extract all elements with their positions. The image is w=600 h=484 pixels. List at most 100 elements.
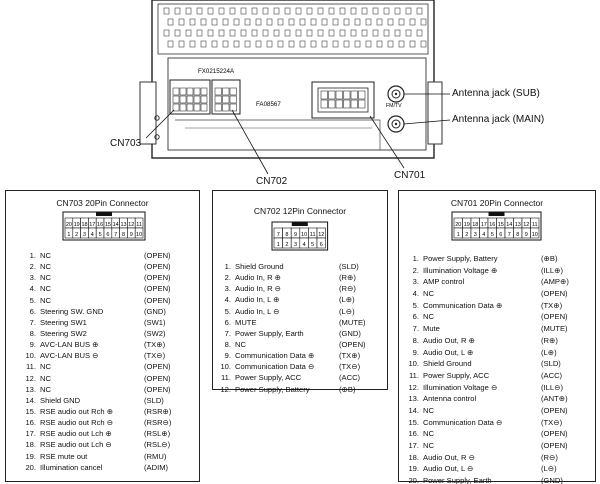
- pin-code: (TX⊖): [541, 417, 563, 427]
- pin-function: Shield Ground: [235, 262, 284, 271]
- pin-code: (L⊕): [541, 347, 557, 357]
- pin-code: (TX⊕): [339, 351, 361, 361]
- cn702-pin-label: 9: [294, 232, 297, 238]
- cn701-title: CN701 20Pin Connector: [450, 198, 544, 208]
- cn703-pin-label: 6: [106, 232, 109, 238]
- pin-function: AVC-LAN BUS ⊕: [40, 340, 99, 350]
- cn703-pin-row: 14.Shield GND(SLD): [6, 395, 199, 406]
- pin-function: Shield GND: [40, 395, 81, 405]
- cn701-pin-row: 8.Audio Out, R ⊕(R⊕): [399, 335, 595, 347]
- cn701-pin-row: 2.Illumination Voltage ⊕(ILL⊕): [399, 265, 595, 277]
- cn701-pin-row: 10.Shield Ground(SLD): [399, 358, 595, 370]
- pin-number: 12.: [408, 382, 419, 392]
- cn703-pin-row: 9.AVC-LAN BUS ⊕(TX⊕): [6, 339, 199, 350]
- pin-code: (R⊖): [541, 452, 558, 462]
- pin-number: 13.: [25, 384, 36, 394]
- pin-number: 1.: [29, 251, 36, 260]
- cn702-pin-row: 6.MUTE(MUTE): [213, 317, 387, 328]
- pin-code: (OPEN): [541, 405, 568, 415]
- grille-holes: [163, 7, 427, 48]
- pin-code: (OPEN): [541, 289, 568, 299]
- pin-number: 17.: [408, 441, 419, 450]
- pin-number: 6.: [412, 312, 419, 322]
- cn701-pin-label: 2: [465, 232, 468, 238]
- cn702-pin-label: 6: [320, 242, 323, 248]
- cn701-pin-label: 6: [499, 232, 502, 238]
- cn702-pin-row: 9.Communication Data ⊕(TX⊕): [213, 350, 387, 361]
- cn703-pin-row: 16.RSE audio out Rch ⊖(RSR⊖): [6, 417, 199, 428]
- pin-number: 7.: [224, 328, 231, 338]
- cn701-pin-row: 14.NC(OPEN): [399, 405, 595, 417]
- pin-code: (SW2): [144, 328, 166, 338]
- pin-function: NC: [423, 441, 434, 450]
- pin-number: 9.: [412, 347, 419, 357]
- cn701-pin-row: 13.Antenna control(ANT⊕): [399, 393, 595, 405]
- leader-cn703: [145, 109, 175, 139]
- pin-code: (OPEN): [541, 312, 568, 322]
- cn703-pin-row: 18.RSE audio out Lch ⊖(RSL⊖): [6, 439, 199, 450]
- pin-function: AMP control: [423, 277, 465, 287]
- pin-code: (AMP⊕): [541, 277, 569, 287]
- pin-number: 8.: [224, 339, 231, 349]
- pin-function: Audio Out, R ⊖: [423, 452, 475, 462]
- cn701-pin-row: 7.Mute(MUTE): [399, 323, 595, 335]
- pin-number: 12.: [220, 384, 231, 394]
- pin-function: RSE mute out: [40, 451, 88, 461]
- cn703-pin-label: 15: [105, 222, 111, 228]
- cn702-pin-row: 8.NC(OPEN): [213, 339, 387, 350]
- cn701-pin-label: 17: [481, 222, 487, 228]
- cn701-pin-label: 4: [482, 232, 485, 238]
- cn702-pin-label: 11: [310, 232, 316, 238]
- cn701-pin-row: 16.NC(OPEN): [399, 428, 595, 440]
- pin-code: (RSR⊕): [144, 406, 172, 416]
- pin-code: (ILL⊕): [541, 265, 563, 275]
- cn702-pin-row: 1.Shield Ground(SLD): [213, 261, 387, 272]
- pin-code: (ADIM): [144, 462, 169, 472]
- pin-code: (OPEN): [339, 339, 366, 349]
- right-bracket: [427, 81, 443, 145]
- pin-number: 14.: [408, 405, 419, 415]
- leader-cn702: [231, 109, 269, 175]
- cn701-pin-row: 12.Illumination Voltage ⊖(ILL⊖): [399, 382, 595, 394]
- pin-function: Steering SW2: [40, 328, 87, 338]
- pin-code: (R⊕): [541, 335, 558, 345]
- pin-number: 11.: [221, 373, 231, 383]
- cn703-pin-label: 16: [97, 222, 103, 228]
- pin-number: 4.: [412, 289, 419, 299]
- cn703-pin-label: 20: [66, 222, 72, 228]
- pin-number: 15.: [408, 417, 419, 427]
- pin-code: (GND): [339, 328, 361, 338]
- pin-number: 2.: [29, 262, 36, 272]
- antenna-jack-main: [387, 115, 405, 133]
- pin-number: 19.: [25, 451, 36, 461]
- cn701-pin-row: 4.NC(OPEN): [399, 288, 595, 300]
- pin-code: (L⊖): [339, 306, 355, 316]
- pin-function: Audio Out, L ⊕: [423, 347, 474, 357]
- pin-function: Audio In, L ⊖: [235, 306, 280, 316]
- pin-code: (ILL⊖): [541, 382, 563, 392]
- cn703-pin-label: 4: [91, 232, 94, 238]
- cn703-pin-row: 15.RSE audio out Rch ⊕(RSR⊕): [6, 406, 199, 417]
- cn703-pin-label: 9: [130, 232, 133, 238]
- pin-number: 18.: [25, 440, 36, 450]
- cn703-pin-row: 4.NC(OPEN): [6, 283, 199, 294]
- unit-label-mid: FA08567: [256, 101, 281, 108]
- cn703-pin-label: 5: [99, 232, 102, 238]
- pin-code: (RSL⊖): [144, 440, 171, 450]
- cn701-connector: [311, 81, 375, 119]
- pin-function: NC: [40, 273, 51, 283]
- cn703-pin-label: 17: [89, 222, 95, 228]
- cn702-pin-label: 1: [277, 242, 280, 248]
- cn701-pin-label: 9: [525, 232, 528, 238]
- pin-number: 7.: [29, 317, 36, 327]
- pin-number: 15.: [25, 406, 36, 416]
- antenna-jack-sub: [387, 85, 405, 103]
- pin-function: RSE audio out Lch ⊕: [40, 429, 112, 439]
- pin-number: 17.: [25, 429, 36, 439]
- callout-cn702: CN702: [256, 176, 288, 187]
- pin-function: Antenna control: [423, 394, 477, 404]
- pin-code: (OPEN): [144, 373, 171, 383]
- pin-function: Communication Data ⊖: [423, 417, 503, 427]
- pin-code: (OPEN): [541, 429, 568, 439]
- cn703-pin-row: 7.Steering SW1(SW1): [6, 317, 199, 328]
